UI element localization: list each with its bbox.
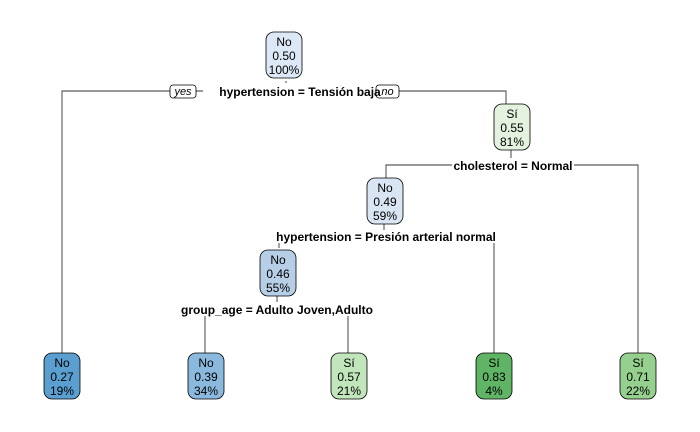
node-percent: 34% xyxy=(194,384,218,398)
node-percent: 100% xyxy=(269,63,300,77)
node-class: No xyxy=(276,35,292,49)
node-box xyxy=(475,352,513,400)
node-probability: 0.50 xyxy=(272,49,296,63)
node-box xyxy=(493,103,531,151)
split-hypertension-normal: hypertension = Presión arterial normal xyxy=(276,230,496,244)
node-probability: 0.39 xyxy=(194,370,218,384)
node-class: No xyxy=(377,181,393,195)
node-percent: 19% xyxy=(50,384,74,398)
split-group-age: group_age = Adulto Joven,Adulto xyxy=(181,303,373,317)
svg-text:yes: yes xyxy=(173,86,192,98)
node-class: No xyxy=(270,253,286,267)
node-probability: 0.49 xyxy=(373,195,397,209)
node-percent: 21% xyxy=(337,384,361,398)
node-box xyxy=(330,352,368,400)
node-box xyxy=(265,31,303,79)
edge-n4 xyxy=(204,296,349,353)
node-percent: 59% xyxy=(373,209,397,223)
tree-edges xyxy=(61,81,639,353)
leaf-4: Sí0.834% xyxy=(475,352,513,400)
edge-n2 xyxy=(385,150,639,353)
node-percent: 81% xyxy=(500,135,524,149)
node-probability: 0.57 xyxy=(337,370,361,384)
node-box xyxy=(259,249,297,297)
node-percent: 4% xyxy=(485,384,503,398)
node-box xyxy=(43,352,81,400)
node-class: Sí xyxy=(506,107,518,121)
node-percent: 22% xyxy=(626,384,650,398)
node-class: Sí xyxy=(632,356,644,370)
node-class: Sí xyxy=(488,356,500,370)
node-probability: 0.27 xyxy=(50,370,74,384)
branch-no-label: no xyxy=(375,84,400,99)
node-class: No xyxy=(198,356,214,370)
node-probability: 0.71 xyxy=(626,370,650,384)
edge-root xyxy=(61,81,507,353)
svg-text:no: no xyxy=(381,86,393,98)
node-box xyxy=(187,352,225,400)
edge-n3 xyxy=(278,224,495,353)
node-class: Sí xyxy=(343,356,355,370)
node-probability: 0.83 xyxy=(482,370,506,384)
branch-yes-label: yes xyxy=(169,84,197,99)
split-root: hypertension = Tensión baja xyxy=(219,85,381,99)
split-cholesterol: cholesterol = Normal xyxy=(453,159,572,173)
node-probability: 0.46 xyxy=(266,267,290,281)
node-box xyxy=(619,352,657,400)
node-percent: 55% xyxy=(266,281,290,295)
node-probability: 0.55 xyxy=(500,121,524,135)
node-box xyxy=(366,177,404,225)
node-class: No xyxy=(54,356,70,370)
